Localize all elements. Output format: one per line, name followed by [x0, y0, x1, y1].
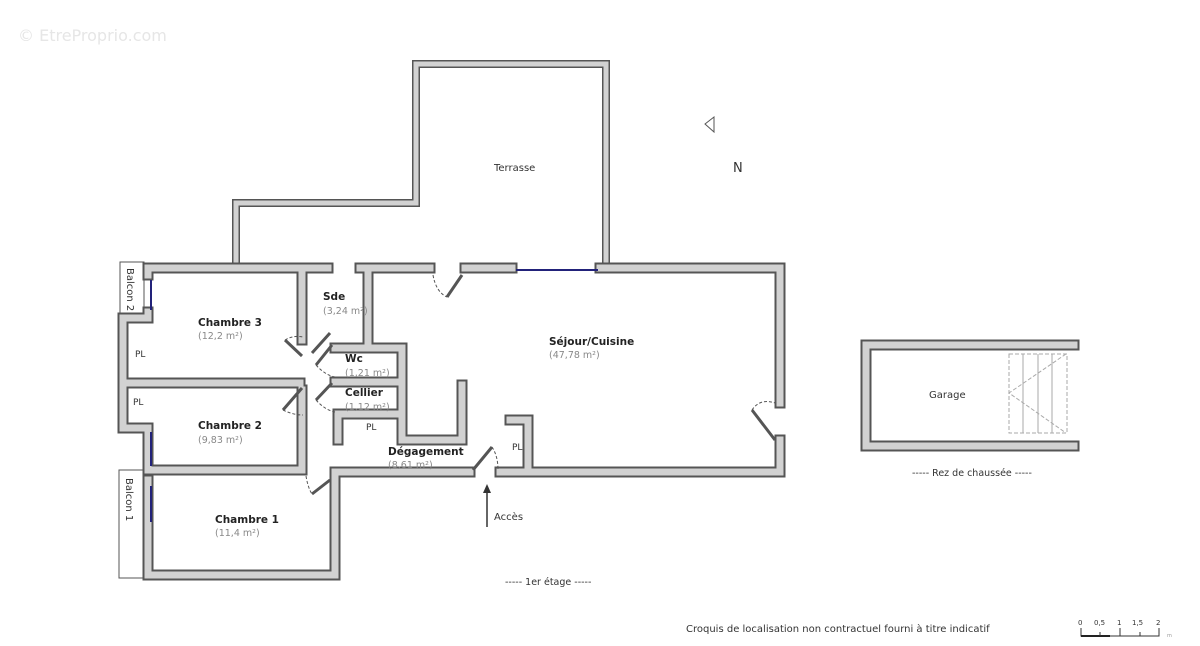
room-name-chambre-3: Chambre 3 — [198, 317, 262, 329]
room-name-sde: Sde — [323, 291, 345, 303]
wall-segment — [144, 468, 474, 579]
wall-segment — [496, 436, 784, 476]
north-label: N — [733, 161, 743, 176]
pl-label: PL — [366, 423, 376, 433]
room-name-wc: Wc — [345, 353, 363, 365]
balcony-1-label: Balcon 1 — [123, 478, 134, 521]
pl-label: PL — [133, 398, 143, 408]
floor-label-ground: ----- Rez de chaussée ----- — [912, 468, 1032, 479]
scale-bar: 0 0,5 1 1,5 2 m — [1078, 619, 1172, 639]
north-arrow-icon — [704, 115, 715, 134]
room-area-degagement: (8,61 m²) — [388, 460, 433, 471]
room-name-degagement: Dégagement — [388, 446, 464, 458]
access-arrow-icon — [483, 484, 491, 527]
access-label: Accès — [494, 511, 523, 523]
scale-tick: 1 — [1117, 619, 1121, 627]
room-area-wc: (1,21 m²) — [345, 368, 390, 379]
scale-tick: 0,5 — [1094, 619, 1105, 627]
terrasse-walls — [232, 60, 610, 268]
room-area-sejour: (47,78 m²) — [549, 350, 600, 361]
wall-segment — [506, 416, 532, 474]
wall-segment — [596, 264, 784, 407]
room-name-terrasse: Terrasse — [493, 163, 535, 174]
room-area-cellier: (1,12 m²) — [345, 402, 390, 413]
floor-label-first: ----- 1er étage ----- — [505, 577, 591, 588]
wall-segment — [331, 344, 466, 444]
walls — [117, 262, 786, 581]
room-name-chambre-2: Chambre 2 — [198, 420, 262, 432]
room-area-chambre-2: (9,83 m²) — [198, 435, 243, 446]
doors — [281, 274, 777, 496]
wall-segment — [117, 306, 154, 474]
wall-segment — [494, 434, 786, 478]
balcony-2-label: Balcon 2 — [124, 268, 135, 311]
room-name-garage: Garage — [929, 390, 966, 401]
room-area-chambre-3: (12,2 m²) — [198, 331, 243, 342]
garage-walls — [860, 339, 1080, 452]
room-area-sde: (3,24 m²) — [323, 306, 368, 317]
pl-label: PL — [512, 443, 522, 453]
scale-tick: 0 — [1078, 619, 1082, 627]
windows — [150, 269, 598, 522]
scale-unit: m — [1167, 633, 1172, 639]
scale-tick: 2 — [1156, 619, 1160, 627]
scale-tick: 1,5 — [1132, 619, 1143, 627]
room-name-cellier: Cellier — [345, 387, 384, 399]
disclaimer: Croquis de localisation non contractuel … — [686, 623, 990, 635]
room-name-sejour: Séjour/Cuisine — [549, 336, 634, 348]
wall-segment — [144, 264, 332, 279]
pl-label: PL — [135, 350, 145, 360]
wall-segment — [119, 308, 152, 472]
room-name-chambre-1: Chambre 1 — [215, 514, 279, 526]
room-area-chambre-1: (11,4 m²) — [215, 528, 260, 539]
watermark: © EtreProprio.com — [18, 26, 167, 45]
